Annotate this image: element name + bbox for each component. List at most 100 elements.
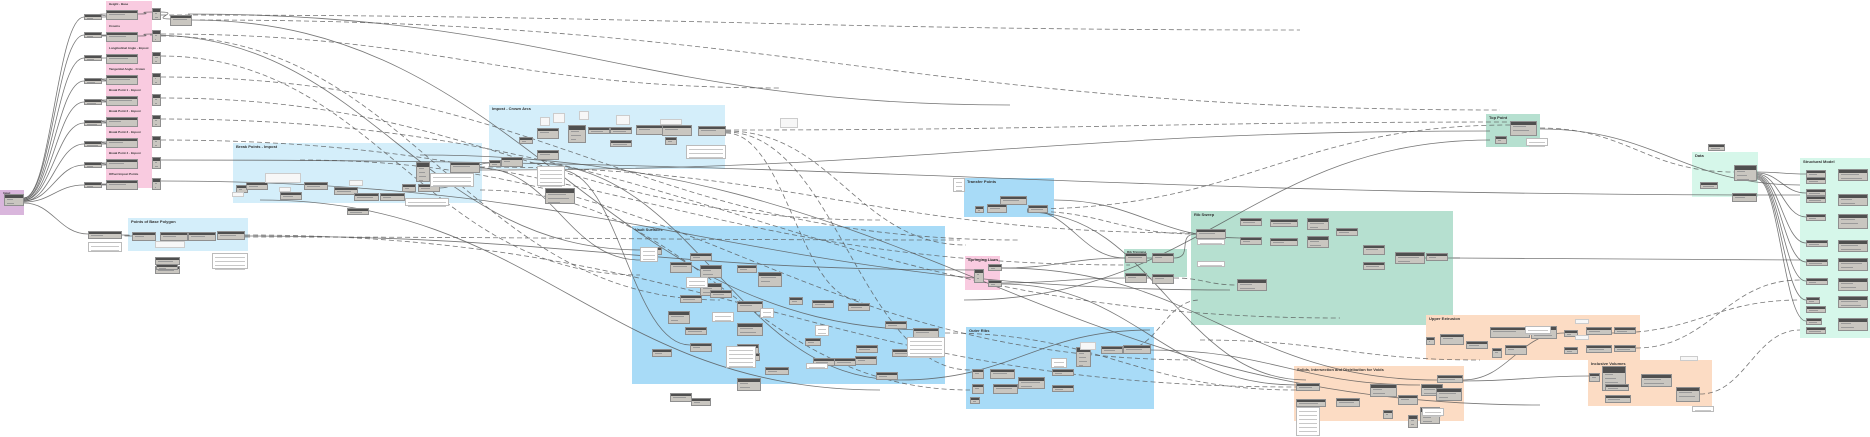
- graph-node[interactable]: [990, 369, 1015, 379]
- graph-node[interactable]: [106, 138, 138, 148]
- node-header[interactable]: [973, 370, 983, 372]
- graph-node[interactable]: [1806, 327, 1826, 334]
- node-header[interactable]: [1807, 178, 1825, 180]
- node-header[interactable]: [107, 11, 137, 13]
- node-header[interactable]: [1839, 215, 1867, 218]
- graph-node[interactable]: [304, 182, 328, 190]
- node-header[interactable]: [157, 265, 177, 267]
- graph-node[interactable]: [84, 32, 102, 38]
- watch-node[interactable]: [806, 363, 828, 369]
- graph-node[interactable]: [1838, 278, 1868, 291]
- graph-node[interactable]: [354, 193, 379, 201]
- watch-node[interactable]: [712, 312, 734, 322]
- watch-node[interactable]: [1197, 261, 1225, 267]
- graph-node[interactable]: [106, 117, 138, 127]
- node-header[interactable]: [1441, 335, 1463, 337]
- graph-node[interactable]: [1426, 337, 1435, 345]
- node-header[interactable]: [85, 33, 101, 35]
- graph-node[interactable]: [698, 126, 726, 136]
- note[interactable]: [1575, 335, 1589, 340]
- graph-node[interactable]: [1614, 345, 1636, 352]
- connector-wire[interactable]: [1462, 375, 1590, 382]
- node-header[interactable]: [107, 55, 137, 57]
- connector-wire[interactable]: [23, 122, 85, 201]
- node-header[interactable]: [1153, 275, 1173, 277]
- watch-node[interactable]: [1525, 326, 1551, 335]
- node-header[interactable]: [681, 296, 701, 298]
- connector-wire[interactable]: [1635, 279, 1801, 349]
- connector-wire[interactable]: [23, 34, 85, 199]
- node-header[interactable]: [1807, 171, 1825, 173]
- graph-node[interactable]: [1398, 395, 1418, 405]
- graph-node[interactable]: [972, 384, 984, 394]
- node-header[interactable]: [1053, 370, 1073, 372]
- node-header[interactable]: [546, 189, 574, 193]
- node-header[interactable]: [1839, 297, 1867, 300]
- watch-node[interactable]: [537, 166, 565, 187]
- node-header[interactable]: [1709, 145, 1724, 147]
- graph-node[interactable]: [652, 349, 672, 357]
- node-header[interactable]: [1735, 166, 1756, 170]
- node-header[interactable]: [1807, 307, 1825, 309]
- node-header[interactable]: [1399, 396, 1417, 398]
- graph-node[interactable]: [1196, 229, 1226, 239]
- node-header[interactable]: [107, 76, 137, 78]
- graph-node[interactable]: [737, 265, 757, 273]
- graph-node[interactable]: [876, 372, 898, 380]
- graph-node[interactable]: [106, 159, 138, 169]
- node-header[interactable]: [1427, 254, 1447, 256]
- group-outer-ribs[interactable]: Outer Ribs: [966, 327, 1154, 409]
- graph-node[interactable]: [1495, 136, 1507, 144]
- node-header[interactable]: [1807, 319, 1821, 321]
- graph-node[interactable]: [1838, 240, 1868, 252]
- node-header[interactable]: [153, 9, 160, 12]
- node-header[interactable]: [1807, 190, 1825, 192]
- graph-node[interactable]: [416, 162, 430, 182]
- node-header[interactable]: [417, 163, 429, 167]
- graph-node[interactable]: [1152, 253, 1174, 263]
- graph-node[interactable]: [106, 96, 138, 106]
- graph-node[interactable]: [545, 188, 575, 204]
- graph-node[interactable]: [1363, 262, 1385, 270]
- node-header[interactable]: [994, 385, 1017, 387]
- graph-node[interactable]: [1018, 377, 1045, 389]
- graph-node[interactable]: [152, 8, 161, 20]
- node-header[interactable]: [738, 379, 760, 382]
- node-header[interactable]: [856, 357, 876, 359]
- connector-wire[interactable]: [23, 80, 85, 200]
- node-header[interactable]: [835, 359, 855, 361]
- watch-node[interactable]: [953, 178, 965, 192]
- graph-node[interactable]: [848, 303, 870, 311]
- note[interactable]: [279, 187, 291, 192]
- graph-node[interactable]: [1838, 169, 1868, 181]
- node-header[interactable]: [701, 266, 721, 269]
- node-header[interactable]: [520, 138, 532, 140]
- watch-node[interactable]: [405, 198, 449, 207]
- graph-node[interactable]: [84, 78, 102, 84]
- graph-node[interactable]: [380, 193, 405, 201]
- node-header[interactable]: [85, 142, 101, 144]
- graph-node[interactable]: [1641, 374, 1672, 387]
- connector-wire[interactable]: [23, 16, 85, 199]
- graph-node[interactable]: [1732, 193, 1757, 202]
- node-header[interactable]: [914, 329, 938, 331]
- graph-node[interactable]: [1806, 259, 1828, 266]
- node-header[interactable]: [107, 139, 137, 141]
- node-header[interactable]: [1102, 347, 1122, 349]
- node-header[interactable]: [1271, 220, 1297, 222]
- node-header[interactable]: [85, 121, 101, 123]
- graph-node[interactable]: [765, 367, 789, 375]
- node-header[interactable]: [156, 258, 179, 260]
- note[interactable]: [232, 192, 244, 197]
- node-header[interactable]: [247, 183, 267, 185]
- node-header[interactable]: [89, 232, 121, 234]
- node-header[interactable]: [85, 163, 101, 165]
- graph-node[interactable]: [1708, 144, 1725, 151]
- connector-wire[interactable]: [1756, 172, 1807, 194]
- node-header[interactable]: [877, 373, 897, 375]
- connector-wire[interactable]: [23, 143, 85, 202]
- graph-node[interactable]: [1564, 330, 1578, 337]
- graph-node[interactable]: [1466, 341, 1488, 349]
- connector-wire[interactable]: [725, 121, 1511, 131]
